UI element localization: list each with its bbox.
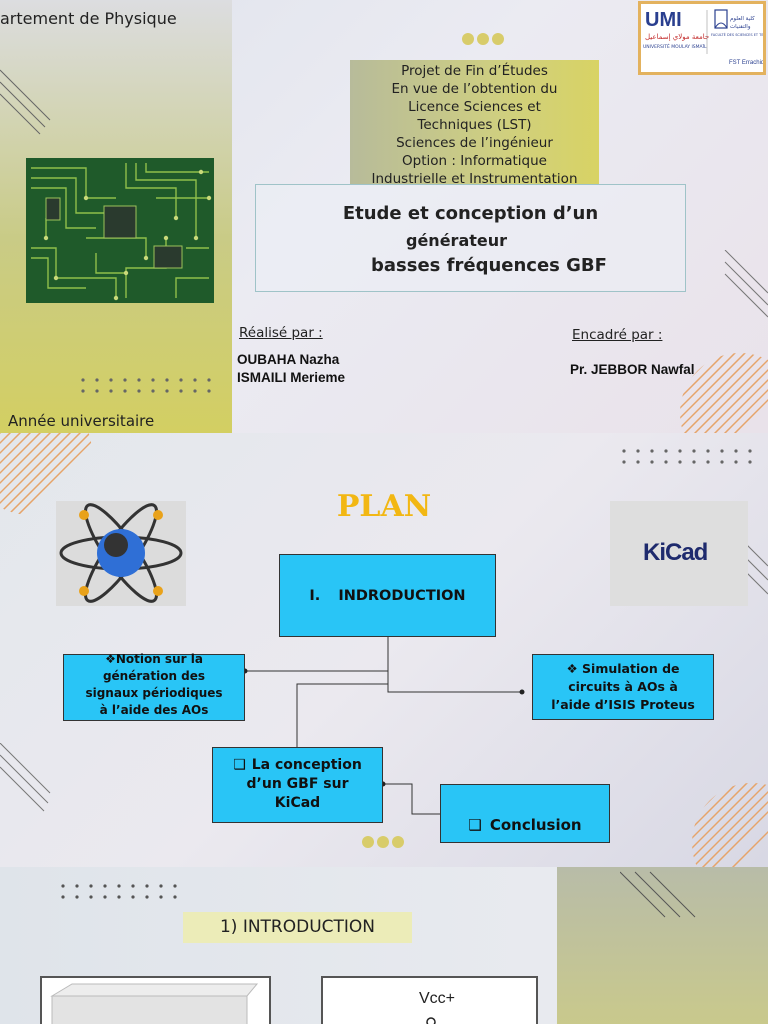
section-title: 1) INTRODUCTION <box>183 912 412 943</box>
conception-line: KiCad <box>274 795 321 811</box>
simulation-line: circuits à AOs à <box>568 679 678 694</box>
dots-decoration <box>362 833 407 852</box>
thesis-title-line1: Etude et conception d’un <box>342 203 599 224</box>
thesis-title-line3: basses fréquences GBF <box>371 255 607 276</box>
proteus-logo <box>56 501 186 606</box>
device-image <box>50 983 259 1024</box>
notion-line: à l’aide des AOs <box>99 703 209 717</box>
diagonal-lines-decoration <box>0 69 51 135</box>
plan-connectors <box>242 626 525 815</box>
project-line: En vue de l’obtention du <box>391 81 558 97</box>
simulation-line: Simulation de <box>582 661 680 676</box>
realise-label: Réalisé par : <box>239 325 323 341</box>
students-names: OUBAHA Nazha ISMAILI Merieme <box>237 351 345 387</box>
conclusion-label: Conclusion <box>489 816 582 834</box>
supervisor-name: Pr. JEBBOR Nawfal <box>570 362 695 377</box>
diagonal-lines-decoration <box>724 250 768 318</box>
svg-text:كلية العلوم: كلية العلوم <box>730 15 755 22</box>
right-panel <box>557 867 768 1024</box>
student-name: OUBAHA Nazha <box>237 352 340 367</box>
logo-image: UMI جامعة مولاي إسماعيل UNIVERSITÉ MOULA… <box>643 9 768 66</box>
conception-line: d’un GBF sur <box>246 776 349 792</box>
svg-text:والتقنيات: والتقنيات <box>730 24 751 30</box>
kicad-logo: KiCad <box>610 501 748 606</box>
hatched-circle-decoration <box>680 353 768 433</box>
conception-line: La conception <box>251 757 362 773</box>
department-label: artement de Physique <box>0 9 177 28</box>
box-conclusion: ❑ Conclusion <box>440 784 610 843</box>
svg-text:UNIVERSITÉ MOULAY ISMAÏL: UNIVERSITÉ MOULAY ISMAÏL <box>643 42 707 50</box>
diagonal-lines-decoration <box>620 871 696 918</box>
atom-icon <box>59 503 183 603</box>
kicad-logo-text: KiCad <box>643 539 708 566</box>
notion-line: signaux périodiques <box>85 686 223 700</box>
notion-line: Notion sur la <box>115 652 203 666</box>
project-line: Techniques (LST) <box>417 117 532 133</box>
project-line: Industrielle et Instrumentation <box>371 171 578 187</box>
hatched-circle-decoration <box>692 783 768 867</box>
svg-text:FACULTÉ DES SCIENCES ET TECHNI: FACULTÉ DES SCIENCES ET TECHNIQUES <box>711 32 763 37</box>
student-name: ISMAILI Merieme <box>237 370 346 385</box>
thesis-title-line2: générateur <box>406 231 508 250</box>
box-introduction: I. INDRODUCTION <box>279 554 496 637</box>
terminal-icon <box>426 1017 436 1024</box>
dots-decoration <box>81 378 211 393</box>
simulation-line: l’aide d’ISIS Proteus <box>551 697 695 712</box>
diamond-bullet: ❖ <box>566 661 578 676</box>
box-notion: ❖Notion sur la génération des signaux pé… <box>63 652 245 721</box>
hatched-circle-decoration <box>0 433 92 515</box>
dots-decoration <box>622 449 752 464</box>
university-logo: UMI جامعة مولاي إسماعيل UNIVERSITÉ MOULA… <box>638 1 768 75</box>
academic-year-label: Année universitaire <box>8 412 155 430</box>
intro-number: I. <box>309 588 321 604</box>
diagonal-lines-decoration <box>0 743 51 812</box>
dots-decoration <box>61 884 177 899</box>
project-line: Projet de Fin d’Études <box>401 63 548 79</box>
encadre-label: Encadré par : <box>572 327 663 343</box>
plan-slide: PLAN KiCad I.INDRODUCTION ❖Not <box>0 433 768 867</box>
circuit-board-image <box>26 158 214 303</box>
svg-text:جامعة مولاي إسماعيل: جامعة مولاي إسماعيل <box>645 33 709 41</box>
circuit-diagram-image: Vcc+ <box>321 976 538 1024</box>
square-bullet: ❑ <box>233 757 246 773</box>
diamond-bullet: ❖ <box>105 652 116 666</box>
box-conception: ❑ La conception d’un GBF sur KiCad <box>212 747 383 823</box>
project-description: Projet de Fin d’Études En vue de l’obten… <box>350 60 599 187</box>
title-slide: artement de Physique Année universitaire… <box>0 0 768 433</box>
vcc-label: Vcc+ <box>419 990 456 1007</box>
dots-decoration <box>462 30 507 49</box>
project-line: Licence Sciences et <box>408 99 541 115</box>
notion-line: génération des <box>102 669 206 683</box>
gbf-device-image <box>40 976 271 1024</box>
project-line: Option : Informatique <box>402 153 547 169</box>
project-line: Sciences de l’ingénieur <box>396 135 553 151</box>
thesis-title-box: Etude et conception d’un générateur bass… <box>255 184 686 292</box>
introduction-slide: 1) INTRODUCTION Vcc+ <box>0 867 768 1024</box>
svg-text:UMI: UMI <box>645 9 682 31</box>
plan-title: PLAN <box>336 489 432 524</box>
intro-label: INDRODUCTION <box>338 588 466 604</box>
square-bullet: ❑ <box>468 816 482 834</box>
box-simulation: ❖ Simulation de circuits à AOs à l’aide … <box>532 654 714 720</box>
svg-text:FST Errachidia: FST Errachidia <box>729 60 763 66</box>
